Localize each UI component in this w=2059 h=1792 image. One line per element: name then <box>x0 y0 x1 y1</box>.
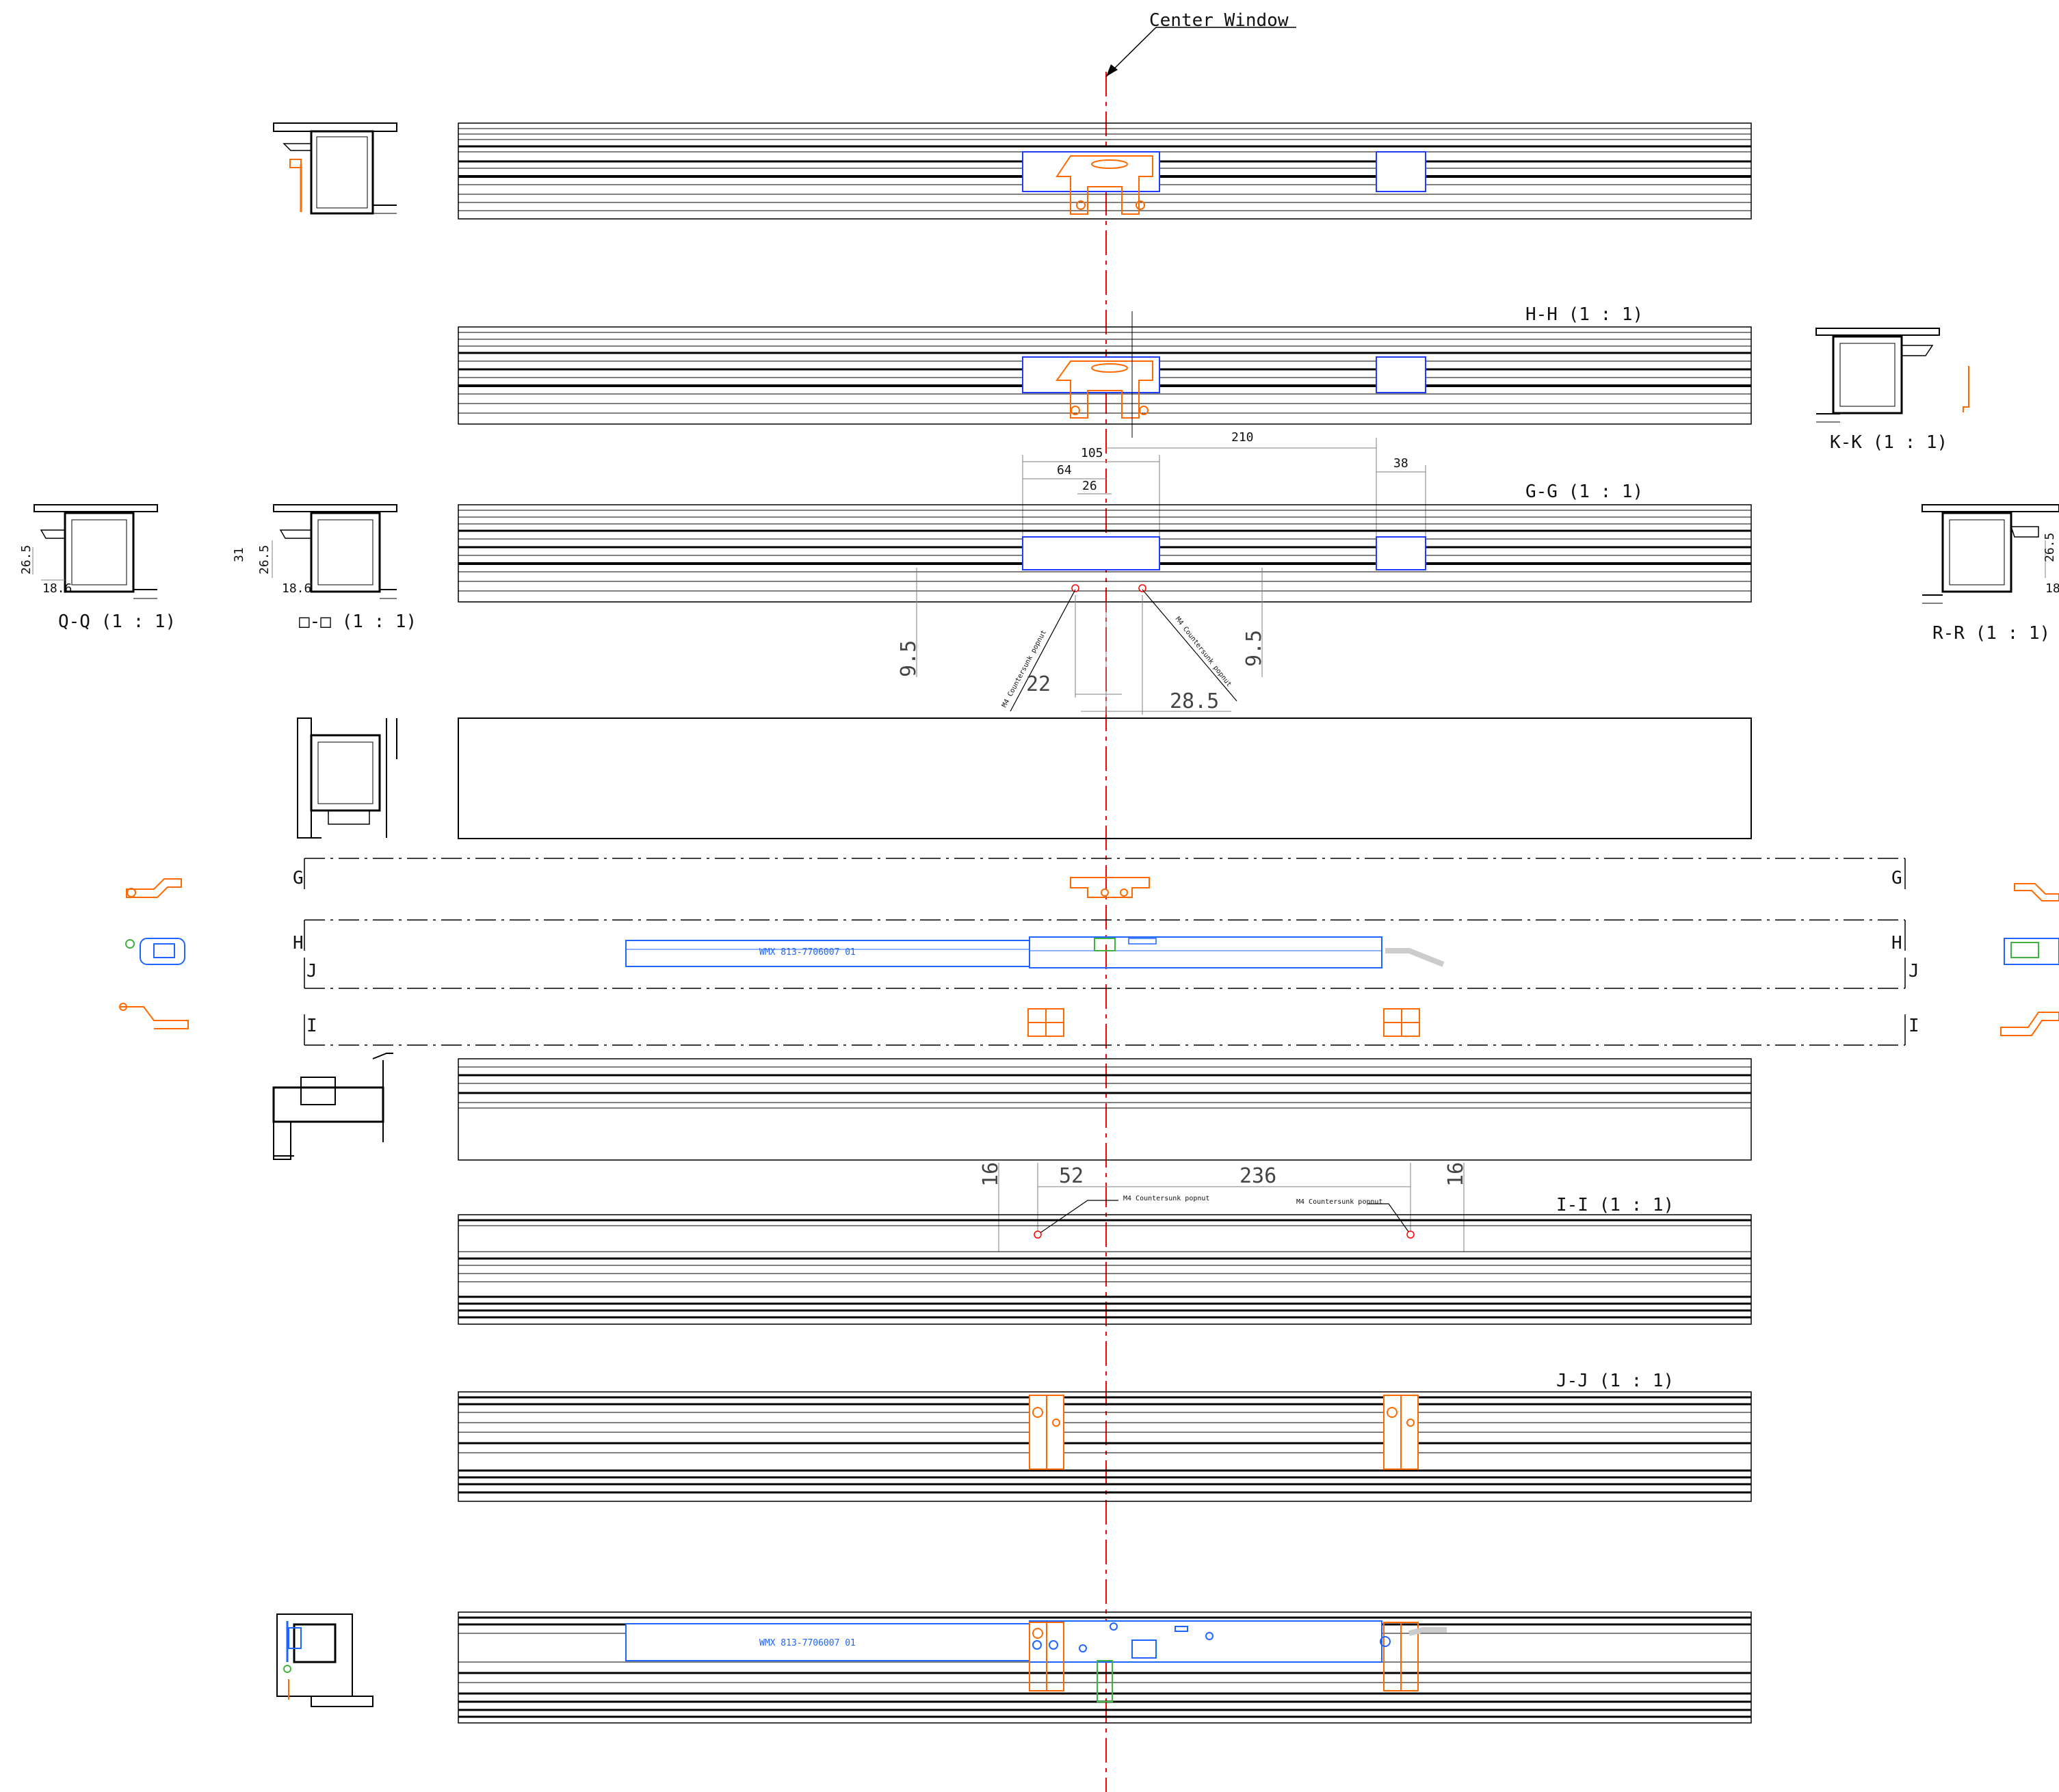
section-rr-label: R-R (1 : 1) <box>1932 623 2050 644</box>
dim-26-5-rr: 26.5 <box>2043 533 2057 562</box>
plane-j-left: J <box>306 961 317 981</box>
section-bottom <box>276 1613 373 1707</box>
section-frame-large <box>297 717 397 839</box>
hardware-plan-i <box>1027 1008 1420 1037</box>
center-line: Center Window <box>1105 10 1296 1792</box>
hardware-side-right <box>2000 883 2059 1036</box>
dim-18-rr: 18 <box>2045 581 2059 596</box>
dimensions-gg-top <box>1022 438 1426 547</box>
note-popnut-gg-left: M4 Countersunk popnut <box>1001 629 1048 709</box>
dim-26-5-qq: 26.5 <box>19 545 34 575</box>
dim-52: 52 <box>1059 1164 1084 1188</box>
dim-18-6-pp: 18.6 <box>282 581 311 596</box>
hardware-plan-h: WMX 813-7706007 01 <box>625 936 1445 969</box>
dim-105: 105 <box>1081 446 1103 460</box>
profile-band-ii: I-I (1 : 1) <box>458 1195 1752 1325</box>
dim-26-5-pp: 26.5 <box>257 545 272 575</box>
section-qq-label: Q-Q (1 : 1) <box>58 611 176 632</box>
dim-26: 26 <box>1082 479 1097 493</box>
dim-9-5-left: 9.5 <box>897 640 921 677</box>
dim-16-right: 16 <box>1444 1162 1468 1187</box>
dim-28-5: 28.5 <box>1170 689 1219 713</box>
plane-j-right: J <box>1909 961 1919 981</box>
dimensions-gg-bottom <box>916 568 1263 715</box>
part-label-wmx-bottom: WMX 813-7706007 01 <box>759 1638 856 1648</box>
plane-i-right: I <box>1909 1016 1919 1036</box>
section-jj-label: J-J (1 : 1) <box>1556 1371 1674 1391</box>
section-hh-label: H-H (1 : 1) <box>1525 304 1643 325</box>
cutting-planes <box>304 858 1905 1046</box>
dim-38: 38 <box>1393 456 1408 471</box>
plane-i-left: I <box>306 1016 317 1036</box>
section-ii-label: I-I (1 : 1) <box>1556 1195 1674 1215</box>
dim-22: 22 <box>1026 672 1051 696</box>
note-popnut-gg-right: M4 Countersunk popnut <box>1174 616 1233 688</box>
profile-band-jj: J-J (1 : 1) <box>458 1371 1752 1502</box>
profile-band-hh: H-H (1 : 1) <box>458 304 1752 438</box>
section-sash <box>272 1053 393 1160</box>
cutting-plane-ends <box>304 858 1906 1045</box>
dim-16-left: 16 <box>979 1162 1003 1187</box>
note-popnut-ii-left: M4 Countersunk popnut <box>1123 1195 1209 1202</box>
plane-g-left: G <box>293 868 304 888</box>
dim-9-5-right: 9.5 <box>1242 630 1266 667</box>
note-popnut-ii-right: M4 Countersunk popnut <box>1296 1198 1382 1206</box>
section-qq <box>32 504 158 599</box>
section-kk-label: K-K (1 : 1) <box>1830 432 1947 453</box>
hardware-side-left <box>119 878 189 1029</box>
dim-210: 210 <box>1231 430 1254 445</box>
plane-h-right: H <box>1891 933 1902 953</box>
dim-18-6-qq: 18.6 <box>42 581 72 596</box>
plane-g-right: G <box>1891 868 1902 888</box>
section-pp-label: □-□ (1 : 1) <box>299 611 417 632</box>
profile-band-plain <box>458 717 1752 839</box>
section-pp <box>272 504 397 599</box>
popnut-leaders-gg <box>1010 589 1237 712</box>
profile-band-sash <box>458 1058 1752 1161</box>
hardware-plan-g <box>1070 877 1150 898</box>
profile-band-top <box>458 122 1752 220</box>
plane-h-left: H <box>293 933 304 953</box>
part-label-wmx-h: WMX 813-7706007 01 <box>759 947 856 958</box>
section-top-left <box>273 122 397 215</box>
dim-236: 236 <box>1240 1164 1276 1188</box>
dim-31-pp: 31 <box>232 547 246 562</box>
profile-band-gg: G-G (1 : 1) <box>458 482 1752 603</box>
dim-64: 64 <box>1057 463 1072 477</box>
section-kk <box>1815 328 1969 423</box>
section-gg-label: G-G (1 : 1) <box>1525 482 1643 502</box>
profile-band-bottom: WMX 813-7706007 01 <box>458 1611 1752 1724</box>
center-window-label: Center Window <box>1149 10 1289 31</box>
popnut-leaders-ii <box>1037 1200 1411 1235</box>
section-rr <box>1922 504 2059 604</box>
